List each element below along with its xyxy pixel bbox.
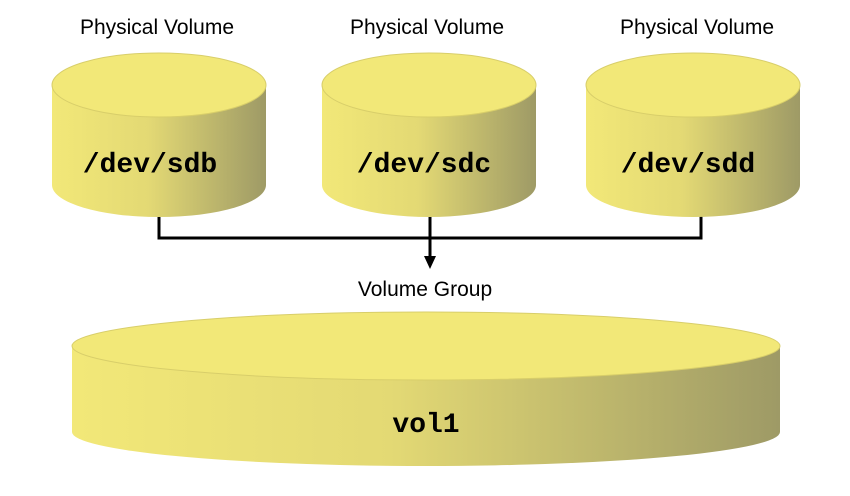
pv-heading-1: Physical Volume bbox=[79, 16, 235, 39]
arrow-down-icon bbox=[424, 256, 436, 269]
physical-volume-cylinder-sdd: /dev/sdd bbox=[585, 52, 801, 217]
physical-volume-cylinder-sdb: /dev/sdb bbox=[51, 52, 267, 217]
device-label-sdd: /dev/sdd bbox=[621, 150, 755, 181]
volume-group-disc: vol1 bbox=[71, 311, 781, 466]
volume-group-name: vol1 bbox=[392, 410, 459, 441]
device-label-sdb: /dev/sdb bbox=[83, 150, 217, 181]
physical-volume-cylinder-sdc: /dev/sdc bbox=[321, 52, 537, 217]
pv-heading-2: Physical Volume bbox=[349, 16, 505, 39]
connector bbox=[157, 215, 703, 269]
pv-heading-3: Physical Volume bbox=[619, 16, 775, 39]
volume-group-label: Volume Group bbox=[357, 278, 493, 301]
device-label-sdc: /dev/sdc bbox=[357, 150, 491, 181]
